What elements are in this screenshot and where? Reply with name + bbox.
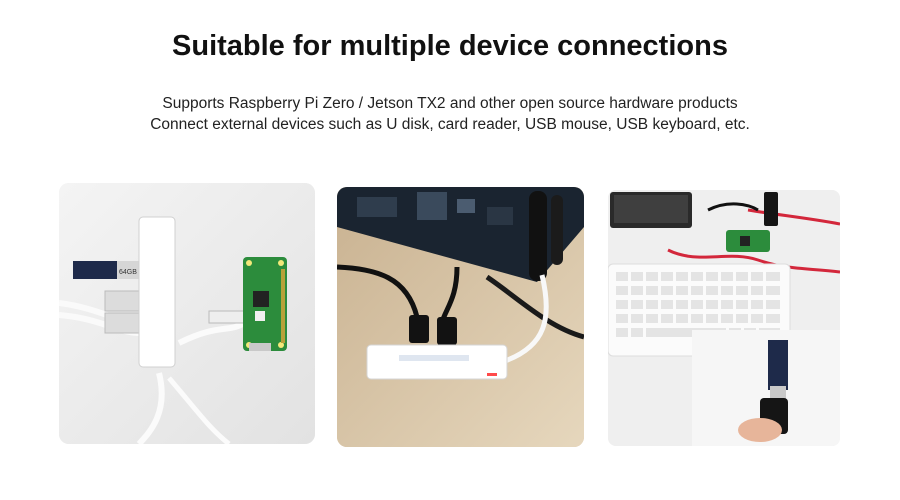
description-line-1: Supports Raspberry Pi Zero / Jetson TX2 …: [162, 95, 738, 112]
photo-hub-keyboard: [608, 190, 840, 446]
photo-hub-pi-zero: 64GB: [59, 183, 315, 444]
description-line-2: Connect external devices such as U disk,…: [150, 116, 750, 133]
page-title: Suitable for multiple device connections: [172, 30, 728, 62]
photo-hub-jetson: [337, 187, 584, 447]
description: Supports Raspberry Pi Zero / Jetson TX2 …: [0, 93, 900, 135]
usb-drive-label: 64GB: [119, 269, 137, 276]
